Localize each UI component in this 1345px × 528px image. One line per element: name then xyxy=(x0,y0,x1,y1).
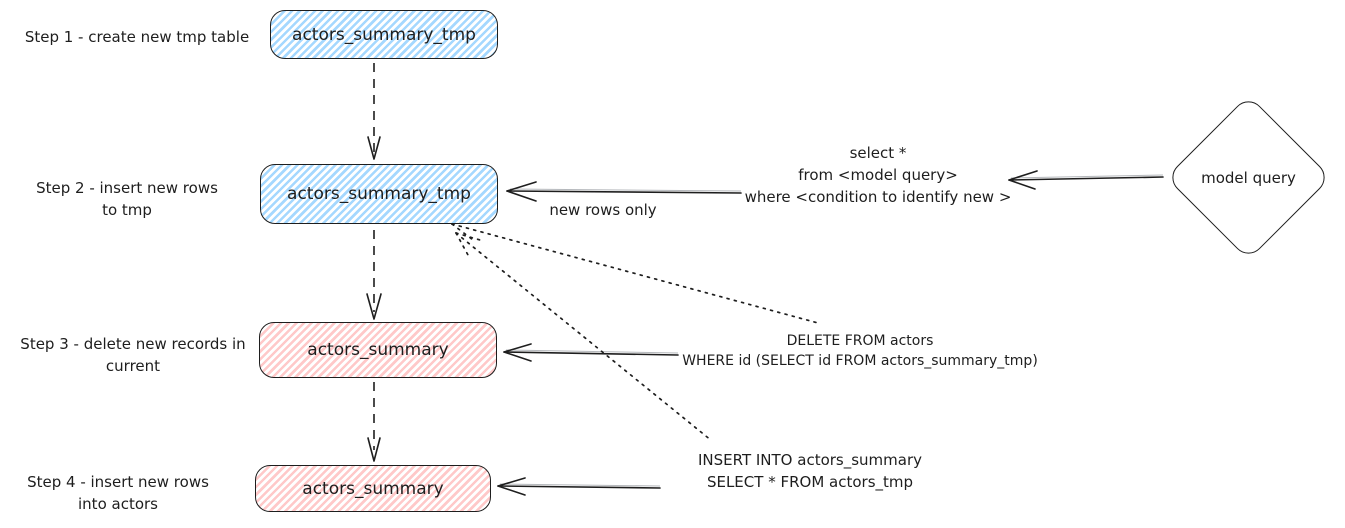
model-query-label: model query xyxy=(1201,168,1296,187)
node-actors-summary-tmp-step1: actors_summary_tmp xyxy=(270,10,498,59)
arrow-step2-to-step3 xyxy=(366,230,382,320)
arrow-step1-to-step2 xyxy=(367,63,381,160)
step4-label: Step 4 - insert new rows into actors xyxy=(27,473,209,513)
step1-label: Step 1 - create new tmp table xyxy=(24,28,250,46)
select-query-annotation: select * from <model query> where <condi… xyxy=(744,144,1012,206)
node-label: actors_summary_tmp xyxy=(287,184,471,204)
node-actors-summary-tmp-step2: actors_summary_tmp xyxy=(260,164,498,224)
node-actors-summary-step3: actors_summary xyxy=(259,322,497,378)
arrow-insert-query-to-summary-box xyxy=(497,477,661,496)
delete-query-annotation: DELETE FROM actors WHERE id (SELECT id F… xyxy=(682,333,1038,369)
node-actors-summary-step4: actors_summary xyxy=(255,465,491,512)
dotted-link-delete-query-to-tmp-box xyxy=(451,220,819,324)
step2-label: Step 2 - insert new rows to tmp xyxy=(36,179,218,219)
arrow-delete-query-to-summary-box xyxy=(503,343,679,362)
node-label: actors_summary_tmp xyxy=(292,24,476,45)
arrow-model-query-to-select xyxy=(1008,170,1164,190)
insert-query-annotation: INSERT INTO actors_summary SELECT * FROM… xyxy=(697,451,923,491)
node-label: actors_summary xyxy=(302,478,444,499)
arrow-step3-to-step4 xyxy=(367,382,381,462)
step3-label: Step 3 - delete new records in current xyxy=(20,335,246,375)
new-rows-only-label: new rows only xyxy=(549,201,657,219)
node-model-query-diamond: model query xyxy=(1165,94,1332,261)
node-label: actors_summary xyxy=(307,340,449,360)
